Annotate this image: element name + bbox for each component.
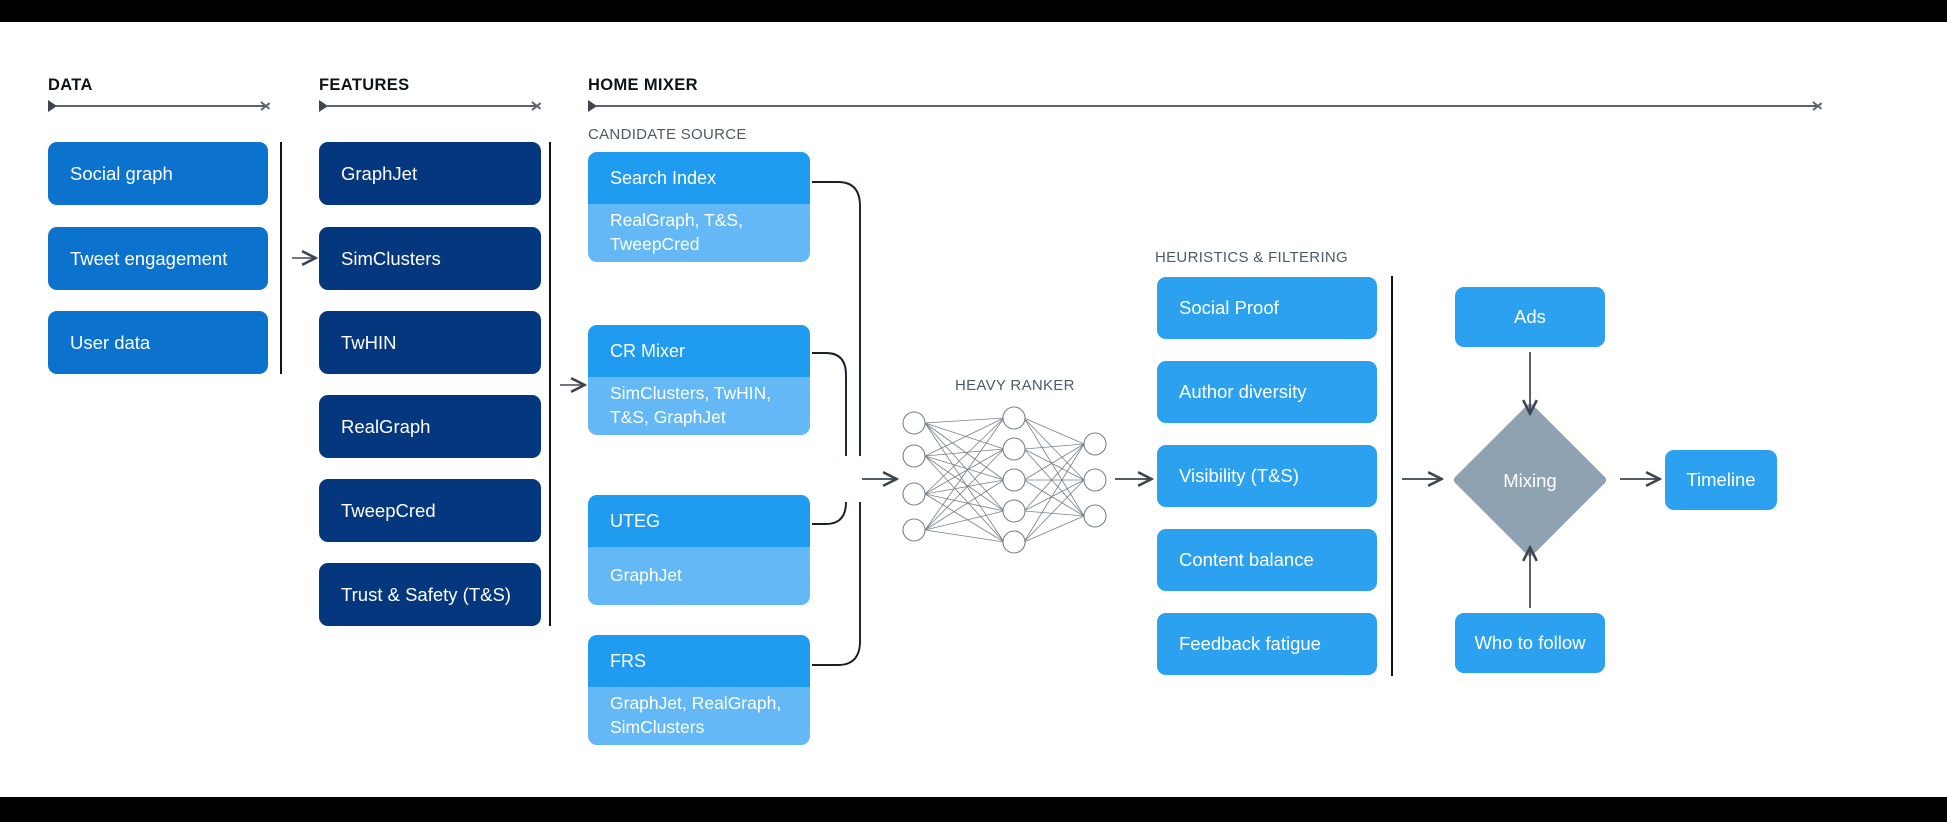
- axis-arrowhead: [261, 100, 273, 112]
- candidate-source-card-frs[interactable]: FRS GraphJet, RealGraph, SimClusters: [588, 635, 810, 745]
- heuristic-box-social-proof[interactable]: Social Proof: [1157, 277, 1377, 339]
- output-box-ads[interactable]: Ads: [1455, 287, 1605, 347]
- axis-arrowhead: [1813, 100, 1825, 112]
- section-title-data: DATA: [48, 76, 93, 94]
- candidate-source-card-search-index[interactable]: Search Index RealGraph, T&S, TweepCred: [588, 152, 810, 262]
- data-box-user-data[interactable]: User data: [48, 311, 268, 374]
- feature-box-twhin[interactable]: TwHIN: [319, 311, 541, 374]
- divider-data-features: [280, 142, 282, 374]
- box-label: Feedback fatigue: [1179, 633, 1321, 654]
- card-features: GraphJet, RealGraph, SimClusters: [588, 687, 810, 745]
- box-label: Visibility (T&S): [1179, 465, 1299, 486]
- box-label: Ads: [1514, 306, 1546, 327]
- box-label: Who to follow: [1474, 632, 1586, 653]
- feature-box-tweepcred[interactable]: TweepCred: [319, 479, 541, 542]
- data-box-social-graph[interactable]: Social graph: [48, 142, 268, 205]
- box-label: User data: [70, 331, 151, 353]
- heuristic-box-content-balance[interactable]: Content balance: [1157, 529, 1377, 591]
- bracket-search-index: [812, 181, 861, 456]
- nn-nodes: [902, 406, 1107, 554]
- nn-edges-hidden-output: [1023, 417, 1085, 543]
- axis-line: [327, 105, 537, 107]
- axis-start-marker: [588, 100, 597, 112]
- section-title-heavy-ranker: HEAVY RANKER: [955, 377, 1075, 394]
- axis-start-marker: [319, 100, 328, 112]
- divider-heuristics-output: [1391, 276, 1393, 676]
- data-box-tweet-engagement[interactable]: Tweet engagement: [48, 227, 268, 290]
- connector-overlay: [292, 181, 1947, 666]
- box-label: Timeline: [1686, 469, 1756, 490]
- feature-box-simclusters[interactable]: SimClusters: [319, 227, 541, 290]
- feature-box-trust-safety[interactable]: Trust & Safety (T&S): [319, 563, 541, 626]
- axis-start-marker: [48, 100, 57, 112]
- candidate-source-card-uteg[interactable]: UTEG GraphJet: [588, 495, 810, 605]
- card-header: Search Index: [588, 152, 810, 204]
- heuristic-box-feedback-fatigue[interactable]: Feedback fatigue: [1157, 613, 1377, 675]
- card-header: UTEG: [588, 495, 810, 547]
- section-title-home-mixer: HOME MIXER: [588, 76, 698, 94]
- axis-home-mixer: [588, 100, 1828, 112]
- output-box-timeline[interactable]: Timeline: [1665, 450, 1777, 510]
- letterbox-bottom: [0, 797, 1947, 822]
- section-title-candidate-source: CANDIDATE SOURCE: [588, 126, 747, 143]
- heavy-ranker-network: [902, 406, 1107, 554]
- axis-data: [48, 100, 274, 112]
- box-label: Trust & Safety (T&S): [341, 583, 511, 605]
- bracket-uteg: [812, 501, 847, 525]
- heuristic-box-author-diversity[interactable]: Author diversity: [1157, 361, 1377, 423]
- box-label: TweepCred: [341, 499, 436, 521]
- box-label: Author diversity: [1179, 381, 1307, 402]
- architecture-diagram-canvas: DATA FEATURES HOME MIXER CANDIDATE SOURC…: [0, 22, 1947, 797]
- axis-features: [319, 100, 545, 112]
- box-label: Tweet engagement: [70, 247, 228, 269]
- axis-arrowhead: [532, 100, 544, 112]
- card-header: CR Mixer: [588, 325, 810, 377]
- nn-edges-input-hidden: [924, 417, 1005, 543]
- feature-box-graphjet[interactable]: GraphJet: [319, 142, 541, 205]
- box-label: Social Proof: [1179, 297, 1279, 318]
- box-label: Social graph: [70, 162, 173, 184]
- card-features: GraphJet: [588, 547, 810, 605]
- output-box-who-to-follow[interactable]: Who to follow: [1455, 613, 1605, 673]
- box-label: GraphJet: [341, 162, 418, 184]
- divider-features-home-mixer: [549, 142, 551, 626]
- mixing-label: Mixing: [1503, 470, 1557, 491]
- box-label: RealGraph: [341, 415, 431, 437]
- card-features: RealGraph, T&S, TweepCred: [588, 204, 810, 262]
- candidate-source-card-cr-mixer[interactable]: CR Mixer SimClusters, TwHIN, T&S, GraphJ…: [588, 325, 810, 435]
- section-title-heuristics: HEURISTICS & FILTERING: [1155, 249, 1349, 266]
- card-header: FRS: [588, 635, 810, 687]
- heuristic-box-visibility[interactable]: Visibility (T&S): [1157, 445, 1377, 507]
- letterbox-top: [0, 0, 1947, 22]
- box-label: Content balance: [1179, 549, 1314, 570]
- box-label: TwHIN: [341, 331, 397, 353]
- box-label: SimClusters: [341, 247, 441, 269]
- bracket-cr-mixer: [812, 352, 847, 456]
- axis-line: [56, 105, 266, 107]
- bracket-frs: [812, 502, 861, 666]
- section-title-features: FEATURES: [319, 76, 410, 94]
- feature-box-realgraph[interactable]: RealGraph: [319, 395, 541, 458]
- axis-line: [596, 105, 1818, 107]
- card-features: SimClusters, TwHIN, T&S, GraphJet: [588, 377, 810, 435]
